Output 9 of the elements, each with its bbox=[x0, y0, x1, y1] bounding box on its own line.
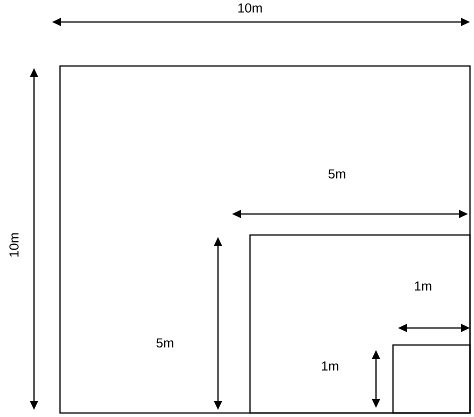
dimension-label: 1m bbox=[414, 282, 432, 290]
dimension-label: 5m bbox=[328, 169, 346, 179]
square bbox=[249, 234, 471, 414]
dimension-label: 10m bbox=[9, 233, 19, 257]
square bbox=[392, 344, 471, 414]
dimension-label: 1m bbox=[322, 362, 338, 370]
dimension-label: 5m bbox=[156, 338, 174, 348]
dimension-label: 10m bbox=[238, 3, 262, 13]
square bbox=[59, 65, 471, 414]
